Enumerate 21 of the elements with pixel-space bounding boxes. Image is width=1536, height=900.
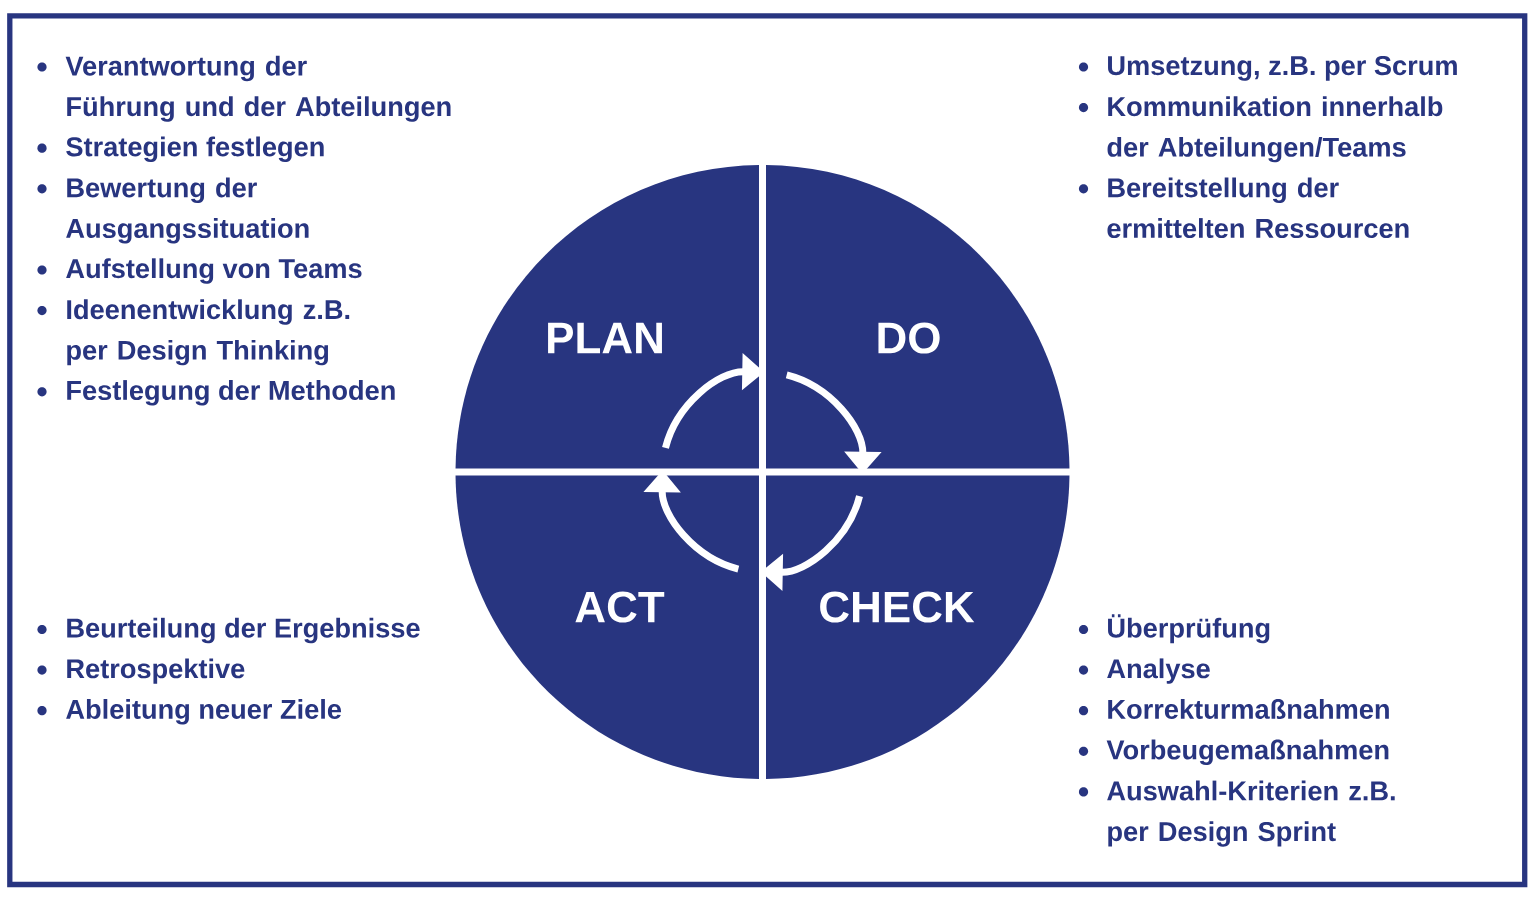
list-item: Korrekturmaßnahmen <box>1108 699 1389 719</box>
list-item: Analyse <box>1107 658 1210 684</box>
list-item: Bereitstellung der ermittelten Ressourcen <box>1107 177 1409 239</box>
list-item: Retrospektive <box>67 658 245 684</box>
list-item: Bewertung der Ausgangssituation <box>66 177 309 244</box>
list-item: Ableitung neuer Ziele <box>66 699 342 725</box>
list-item: Beurteilung der Ergebnisse <box>67 617 420 644</box>
list-item: Aufstellung von Teams <box>66 258 362 284</box>
list-item: Überprüfung <box>1108 614 1270 644</box>
list-item: Verantwortung der Führung und der Abteilungen <box>65 55 451 122</box>
list-item: Umsetzung, z.B. per Scrum <box>1108 56 1457 81</box>
list-item: Strategien festlegen <box>66 136 324 162</box>
quadrant-segment: DO <box>766 165 1070 469</box>
quadrant-segment: PLAN <box>455 165 759 469</box>
quadrant-segment: CHECK <box>766 475 1070 779</box>
list-item: Festlegung der Methoden <box>67 380 395 406</box>
quadrant-segment: ACT <box>455 475 759 779</box>
list-item: Kommunikation innerhalb der Abteilungen/Teams <box>1107 96 1443 163</box>
list-item: Ideenentwicklung z.B. per Design Thinking <box>67 299 350 366</box>
list-item: Vorbeugemaßnahmen <box>1106 739 1389 766</box>
list-item: Auswahl-Kriterien z.B. per Design Sprint <box>1107 780 1395 847</box>
